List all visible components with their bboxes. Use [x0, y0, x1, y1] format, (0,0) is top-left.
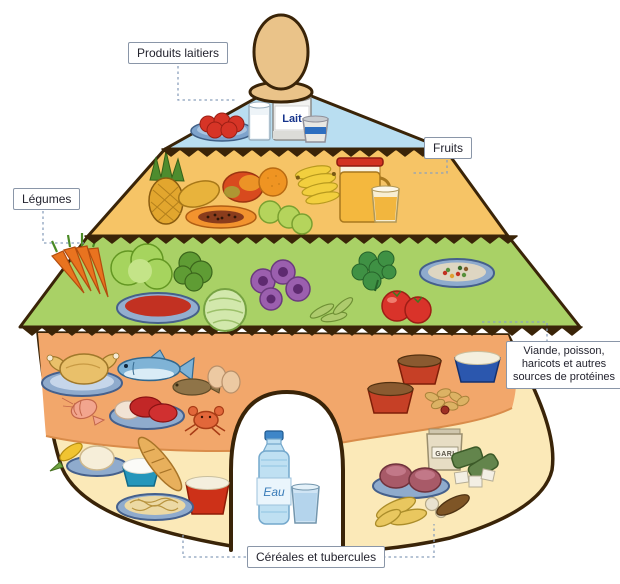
leafy-greens-icon — [173, 251, 213, 292]
vegetable-items — [50, 233, 495, 332]
mixed-veg-plate-icon — [419, 258, 495, 288]
cabbage-icon — [203, 288, 247, 332]
crab-icon — [184, 405, 226, 436]
eggs-icon — [207, 365, 241, 394]
shrimp-icon — [61, 397, 106, 426]
leaf-wraps-icon — [451, 446, 499, 480]
cassava-icon — [374, 496, 428, 528]
tuber-plate-icon — [372, 463, 450, 499]
white-cubes-icon — [453, 468, 496, 488]
papaya-half-icon — [185, 205, 257, 229]
callout-connectors — [42, 66, 548, 558]
water-bottle: Eau — [256, 430, 292, 525]
rice-bowl-icon — [122, 458, 160, 487]
dairy-items: Lait — [190, 92, 329, 143]
noodles-plate-icon — [116, 493, 194, 521]
connector-protein — [480, 321, 548, 342]
hut-finial — [248, 13, 314, 104]
lettuce-icon — [110, 243, 173, 290]
bottle-label-text: Eau — [263, 485, 285, 499]
connector-fruits — [412, 160, 448, 174]
milk-glass-icon — [248, 101, 271, 141]
water-items: Eau — [256, 430, 320, 525]
chicken-plate-icon — [41, 352, 123, 397]
tomatoes-icon — [381, 290, 432, 324]
connector-dairy — [177, 66, 237, 101]
bean-bowl-2-icon — [367, 381, 414, 414]
label-vegetables: Légumes — [13, 188, 81, 211]
guavas-icon — [258, 200, 313, 235]
cereal-items: GARI — [49, 428, 499, 528]
label-fruits: Fruits — [424, 137, 472, 160]
label-cereals: Céréales et tubercules — [247, 546, 386, 569]
yam-icon — [436, 494, 470, 516]
bean-bowl-icon — [397, 354, 442, 385]
milk-can-icon: Lait — [272, 92, 312, 141]
groundnuts-icon — [424, 388, 470, 415]
carrots-icon — [50, 233, 109, 298]
tomato-sauce-bowl-icon — [116, 292, 200, 324]
meat-plate-icon — [109, 396, 185, 430]
milk-bowl-icon — [454, 351, 501, 383]
fufu-plate-icon — [66, 445, 128, 477]
bananas-icon — [294, 165, 340, 205]
eggplants-icon — [250, 259, 311, 311]
mango-icon — [222, 171, 264, 203]
protein-items — [41, 349, 501, 436]
connector-cereals-right — [372, 524, 435, 558]
juice-glass-icon — [371, 185, 400, 223]
bottle-label — [256, 477, 292, 506]
corn-cob-icon — [49, 442, 83, 472]
milk-can-label-text: Lait — [282, 113, 302, 125]
label-protein: Viande, poisson, haricots et autres sour… — [506, 341, 620, 389]
baguette-icon — [137, 436, 183, 492]
papaya-icon — [177, 180, 221, 208]
pineapple-icon — [148, 150, 185, 225]
fruit-items — [148, 150, 400, 235]
connector-cereals-left — [182, 534, 246, 558]
connector-vegetables — [42, 211, 84, 244]
juice-jug-icon — [336, 157, 392, 223]
fruit-roof-fringe — [84, 235, 518, 244]
okra-pods-icon — [309, 297, 354, 323]
water-glass — [291, 483, 320, 524]
fish-icon — [117, 349, 195, 382]
label-dairy: Produits laitiers — [128, 42, 229, 65]
dairy-roof-fringe — [161, 148, 451, 157]
parsley-icon — [351, 250, 397, 292]
porridge-bowl-icon — [185, 476, 230, 515]
orange-icon — [258, 167, 288, 197]
yogurt-cup-icon — [302, 115, 329, 143]
vegetable-roof-fringe — [21, 326, 583, 336]
gari-label-text: GARI — [435, 451, 455, 458]
